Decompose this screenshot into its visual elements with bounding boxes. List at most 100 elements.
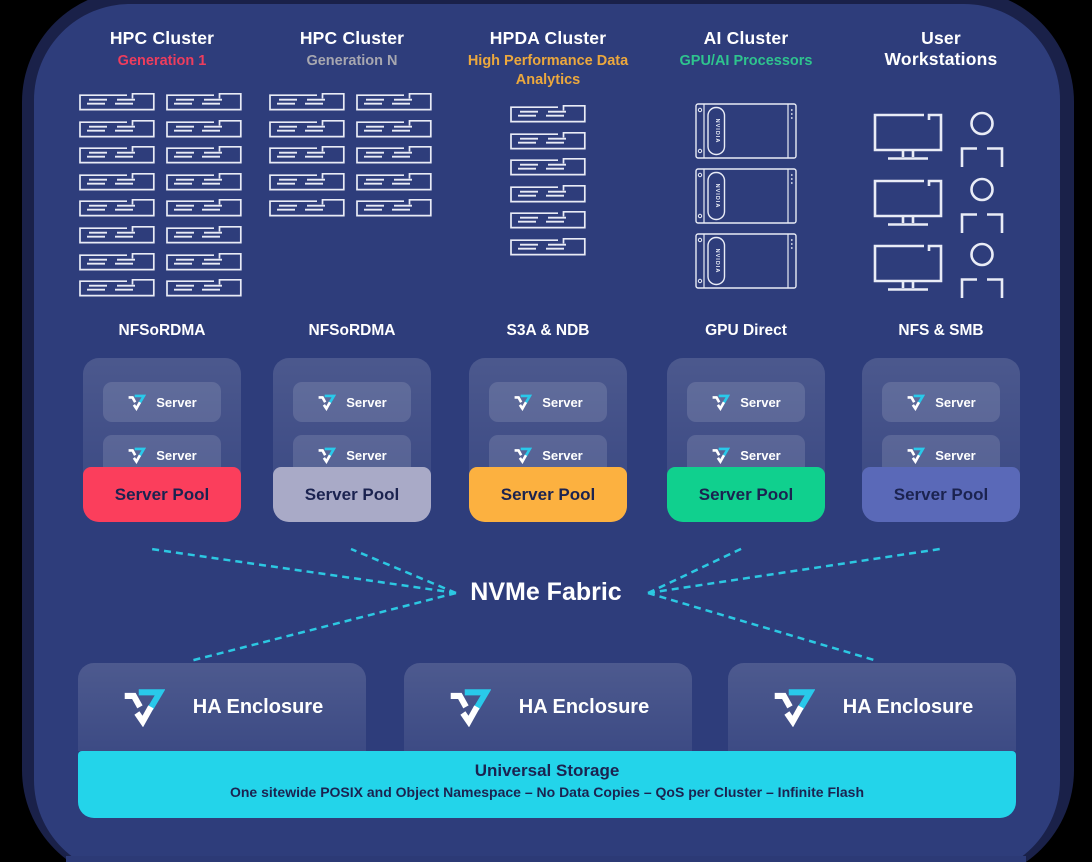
gpu-card-icon: NVIDIA <box>695 103 797 159</box>
person-icon <box>960 111 1004 167</box>
cluster-subtitle: High Performance Data Analytics <box>467 53 629 88</box>
server-chip-label: Server <box>740 447 781 463</box>
rack-server-icon <box>510 104 586 123</box>
storage-title: Universal Storage <box>474 761 620 780</box>
icon-slot: NVIDIA <box>695 168 797 224</box>
rack-server-icon <box>79 278 155 297</box>
vast-logo-icon <box>774 688 815 727</box>
rack-server-icon <box>79 119 155 138</box>
rack-server-icon <box>166 145 242 164</box>
rack-server-icon <box>269 92 345 111</box>
cluster-header: User Workstations <box>876 28 1006 70</box>
server-chip-label: Server <box>740 394 781 410</box>
icon-slot <box>956 176 1006 234</box>
person-icon <box>960 177 1004 233</box>
icon-slot <box>268 145 346 164</box>
nvme-fabric-label: NVMe Fabric <box>470 578 622 606</box>
vast-logo-icon <box>318 447 337 464</box>
icon-slot <box>268 119 346 138</box>
ha-enclosure-label: HA Enclosure <box>192 695 324 718</box>
server-pool-label: Server Pool <box>304 484 400 504</box>
main-panel <box>34 4 1060 862</box>
monitor-icon <box>873 244 943 291</box>
protocol-label: S3A & NDB <box>506 322 590 339</box>
rack-server-icon <box>166 225 242 244</box>
icon-slot <box>78 278 156 297</box>
rack-server-icon <box>269 119 345 138</box>
server-pool-label: Server Pool <box>698 484 794 504</box>
server-chip-label: Server <box>156 394 197 410</box>
bottom-strip <box>66 856 1026 862</box>
universal-storage-banner: Universal Storage One sitewide POSIX and… <box>78 751 1016 818</box>
rack-server-icon <box>356 172 432 191</box>
icon-slot <box>355 119 433 138</box>
icon-slot <box>509 104 587 123</box>
icon-slot: NVIDIA <box>695 103 797 159</box>
rack-server-icon <box>166 119 242 138</box>
vast-logo-icon <box>907 394 926 411</box>
icon-slot <box>165 92 243 111</box>
rack-server-icon <box>79 198 155 217</box>
server-chip-label: Server <box>542 447 583 463</box>
icon-slot <box>78 119 156 138</box>
cluster-title: User Workstations <box>884 28 998 69</box>
icon-slot <box>268 172 346 191</box>
icon-slot <box>165 119 243 138</box>
server-pool-bar: Server Pool <box>862 467 1020 522</box>
cluster-subtitle: GPU/AI Processors <box>679 53 813 69</box>
icon-slot <box>78 198 156 217</box>
vast-logo-icon <box>124 688 165 727</box>
icon-slot <box>268 198 346 217</box>
rack-server-icon <box>79 145 155 164</box>
ha-enclosure: HA Enclosure <box>78 663 366 751</box>
server-chip-label: Server <box>935 394 976 410</box>
rack-server-icon <box>510 184 586 203</box>
icon-slot <box>872 243 944 295</box>
icon-slot <box>509 157 587 176</box>
server-chip: Server <box>103 382 221 422</box>
server-chip-label: Server <box>156 447 197 463</box>
icon-slot <box>355 172 433 191</box>
rack-server-icon <box>269 172 345 191</box>
gpu-brand-label: NVIDIA <box>714 249 720 274</box>
protocol-label: NFSoRDMA <box>118 322 206 339</box>
vast-logo-icon <box>450 688 491 727</box>
rack-server-icon <box>166 278 242 297</box>
icon-slot <box>956 110 1006 168</box>
rack-server-icon <box>79 225 155 244</box>
vast-logo-icon <box>514 394 533 411</box>
rack-server-icon <box>269 198 345 217</box>
vast-logo-icon <box>318 394 337 411</box>
server-chip: Server <box>489 382 607 422</box>
icon-slot <box>165 278 243 297</box>
rack-server-icon <box>166 92 242 111</box>
server-pool-bar: Server Pool <box>469 467 627 522</box>
gpu-brand-label: NVIDIA <box>714 119 720 144</box>
cluster-subtitle: Generation N <box>306 53 398 69</box>
server-pool-bar: Server Pool <box>273 467 431 522</box>
icon-slot <box>509 210 587 229</box>
icon-slot <box>165 145 243 164</box>
ha-enclosure: HA Enclosure <box>728 663 1016 751</box>
icon-slot <box>355 92 433 111</box>
rack-server-icon <box>510 210 586 229</box>
server-chip-label: Server <box>542 394 583 410</box>
server-pool-label: Server Pool <box>500 484 596 504</box>
icon-slot <box>509 184 587 203</box>
server-pool-label: Server Pool <box>893 484 989 504</box>
ha-enclosure: HA Enclosure <box>404 663 692 751</box>
icon-slot <box>355 145 433 164</box>
icon-slot <box>355 198 433 217</box>
icon-slot <box>78 145 156 164</box>
icon-slot <box>78 92 156 111</box>
icon-slot <box>165 172 243 191</box>
gpu-brand-label: NVIDIA <box>714 184 720 209</box>
